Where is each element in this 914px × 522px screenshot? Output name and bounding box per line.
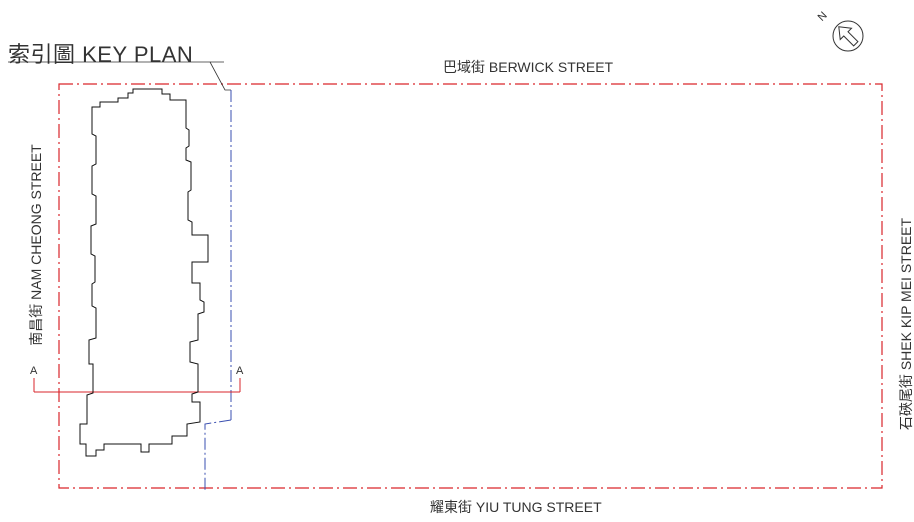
north-label: N [816,10,830,24]
title-leader-line [209,61,231,91]
building-outline [79,88,209,457]
site-boundary [58,83,883,489]
key-plan-title: 索引圖 KEY PLAN [8,42,194,67]
street-label-north: 巴域街 BERWICK STREET [443,59,614,75]
section-label-right: A [236,365,244,377]
north-arrow-icon [832,20,864,52]
street-label-south: 耀東街 YIU TUNG STREET [430,499,602,515]
section-label-left: A [30,365,38,377]
section-centerline-lower [204,419,232,492]
